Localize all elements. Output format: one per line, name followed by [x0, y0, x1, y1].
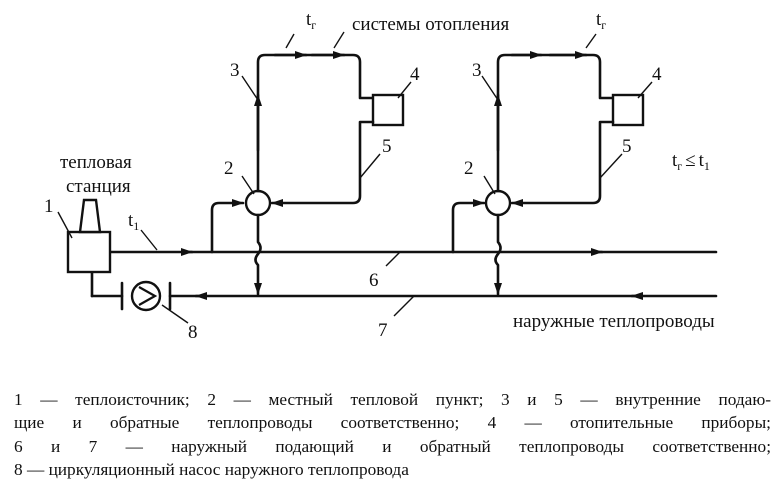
outdoor-return-pipe [90, 270, 718, 300]
number-4-left: 4 [410, 64, 420, 85]
number-8: 8 [188, 322, 198, 343]
caption-line-4: 8 — циркуляционный насос наружного тепло… [14, 460, 409, 480]
caption-line-1: 1 — теплоисточник; 2 — местный тепловой … [14, 390, 771, 409]
figure-caption: 1 — теплоисточник; 2 — местный тепловой … [14, 388, 771, 482]
number-3-left: 3 [230, 60, 240, 81]
svg-text:tг≤t1: tг≤t1 [672, 150, 710, 173]
svg-text:tг: tг [596, 9, 606, 32]
svg-text:tг: tг [306, 9, 316, 32]
number-5-right: 5 [622, 136, 632, 157]
station-label-line2: станция [66, 176, 131, 197]
temp-label-supply: t1 [128, 210, 139, 233]
heat-source [66, 198, 112, 274]
heating-system-left [210, 51, 405, 296]
number-3-right: 3 [472, 60, 482, 81]
caption-line-2: щие и обратные теплопроводы соответствен… [14, 413, 771, 433]
number-5-left: 5 [382, 136, 392, 157]
outdoor-pipes-label: наружные теплопроводы [513, 311, 715, 332]
caption-line-3: 6 и 7 — наружный подающий и обратный теп… [14, 436, 771, 456]
temp-label-left-system: tг [306, 9, 316, 32]
temp-label-right-system: tг [596, 9, 606, 32]
number-6: 6 [369, 270, 379, 291]
number-1: 1 [44, 196, 54, 217]
systems-label: системы отопления [352, 14, 510, 35]
number-4-right: 4 [652, 64, 662, 85]
station-label-line1: тепловая [60, 152, 132, 173]
number-2-right: 2 [464, 158, 474, 179]
heating-system-diagram: системы отопления тепловая станция наруж… [44, 9, 718, 343]
leader-lines [57, 31, 653, 324]
svg-text:t1: t1 [128, 210, 139, 233]
number-7: 7 [378, 320, 388, 341]
temp-relation-label: tг≤t1 [672, 150, 710, 173]
heating-system-right [451, 51, 645, 296]
number-2-left: 2 [224, 158, 234, 179]
circulation-pump [120, 280, 172, 312]
